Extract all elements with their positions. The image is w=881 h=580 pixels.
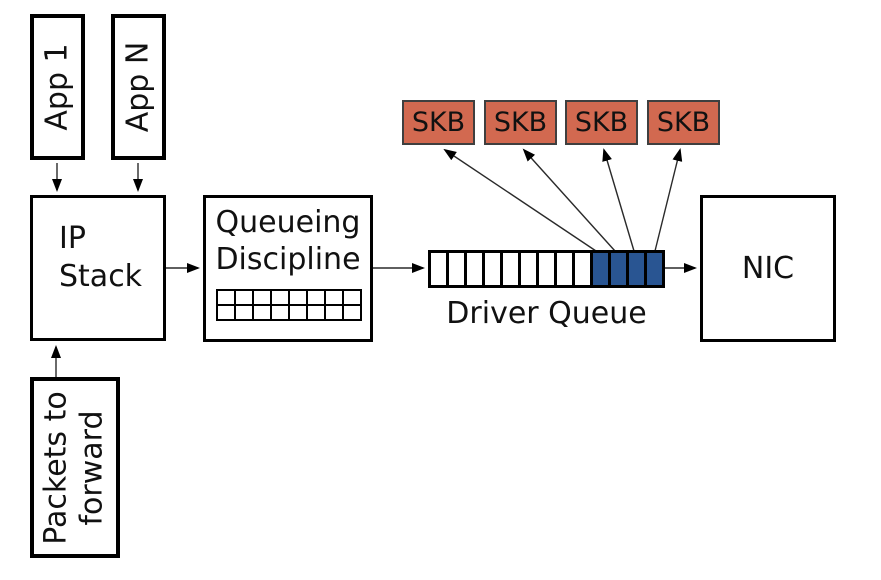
qdisc-cell xyxy=(216,304,236,321)
qdisc-cell xyxy=(324,304,344,321)
driver-queue xyxy=(428,250,665,288)
node-appn: App N xyxy=(111,14,166,160)
node-packets-to-forward: Packets to forward xyxy=(30,377,120,558)
qdisc-cell xyxy=(252,304,272,321)
arrow-cell-to-skb-4 xyxy=(654,148,683,252)
skb-box-3: SKB xyxy=(565,100,638,145)
driver-queue-label: Driver Queue xyxy=(446,296,647,331)
node-packets-to-forward-label: Packets to forward xyxy=(39,391,111,544)
qdisc-line2: Discipline xyxy=(215,242,361,277)
skb-box-1: SKB xyxy=(402,100,475,145)
skb-label: SKB xyxy=(574,107,629,138)
qdisc-cell xyxy=(270,304,290,321)
packets-forward-line1: Packets to xyxy=(39,390,74,545)
qdisc-cell xyxy=(234,304,254,321)
qdisc-cell xyxy=(288,304,308,321)
skb-box-2: SKB xyxy=(484,100,557,145)
ip-stack-line1: IP xyxy=(59,221,86,256)
skb-label: SKB xyxy=(656,107,711,138)
node-app1: App 1 xyxy=(30,14,85,160)
qdisc-cell xyxy=(306,304,326,321)
ip-stack-line2: Stack xyxy=(59,259,143,294)
qdisc-line1: Queueing xyxy=(215,205,361,240)
node-ip-stack: IP Stack xyxy=(30,195,166,341)
arrow-cell-to-skb-2 xyxy=(522,148,616,252)
node-nic: NIC xyxy=(700,195,836,342)
arrow-cell-to-skb-1 xyxy=(443,148,597,252)
arrow-cell-to-skb-3 xyxy=(602,148,635,252)
node-app1-label: App 1 xyxy=(39,43,75,131)
qdisc-grid-row xyxy=(216,304,362,321)
node-qdisc: Queueing Discipline xyxy=(203,195,373,342)
packets-forward-line2: forward xyxy=(75,409,110,526)
skb-box-4: SKB xyxy=(647,100,720,145)
node-qdisc-label: Queueing Discipline xyxy=(206,204,370,278)
skb-label: SKB xyxy=(411,107,466,138)
node-ip-stack-label: IP Stack xyxy=(59,220,142,296)
node-nic-label: NIC xyxy=(741,251,795,286)
skb-label: SKB xyxy=(493,107,548,138)
node-appn-label: App N xyxy=(120,41,156,133)
qdisc-cell xyxy=(342,304,362,321)
queue-cell-filled xyxy=(644,250,665,288)
qdisc-buffer-grid xyxy=(216,289,362,321)
